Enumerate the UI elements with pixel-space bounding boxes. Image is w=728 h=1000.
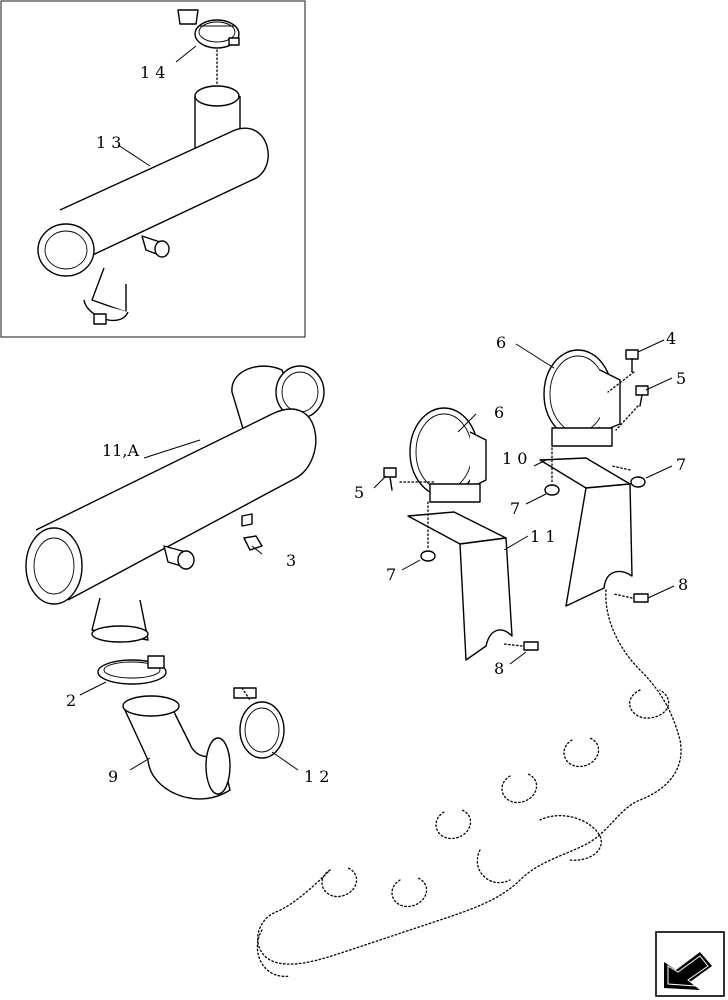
inset-muffler: [37, 85, 269, 325]
bracket-part-10: [539, 457, 633, 607]
muffler-11a: [25, 365, 325, 643]
callout-12: 1 2: [304, 767, 329, 786]
band-clamp-part-6-left: [409, 407, 487, 503]
callout-14: 1 4: [140, 63, 165, 82]
callout-6-right: 6: [496, 333, 506, 352]
next-page-arrow-icon[interactable]: [655, 931, 725, 997]
exhaust-manifold-reference: [256, 589, 682, 977]
callout-7-c: 7: [386, 565, 396, 584]
callout-8-right: 8: [678, 575, 688, 594]
rain-cap: [177, 9, 240, 49]
clamp-part-3: [243, 535, 263, 551]
callout-5-right: 5: [676, 369, 686, 388]
callout-13: 1 3: [96, 133, 121, 152]
bracket-part-11: [407, 511, 513, 661]
callout-3: 3: [286, 551, 296, 570]
callout-10: 1 0: [502, 449, 527, 468]
nut-part-7-b: [630, 476, 646, 488]
callout-9: 9: [108, 767, 118, 786]
callout-6-left: 6: [494, 403, 504, 422]
callout-11: 1 1: [530, 527, 555, 546]
clamp-part-2: [97, 655, 167, 685]
callout-5-left: 5: [354, 483, 364, 502]
inset-box: [0, 0, 306, 338]
bolt-part-5-left: [383, 467, 397, 491]
bolt-part-5-right: [635, 385, 649, 407]
bolt-part-8-left: [523, 641, 539, 651]
callout-2: 2: [66, 691, 76, 710]
callout-8-left: 8: [494, 659, 504, 678]
bolt-part-8-right: [633, 593, 649, 603]
band-clamp-part-6-right: [543, 349, 621, 447]
elbow-pipe-part-9: [122, 695, 231, 800]
nut-part-7-a: [544, 484, 560, 496]
nut-part-7-c: [420, 550, 436, 562]
callout-7-a: 7: [510, 499, 520, 518]
callout-7-b: 7: [676, 455, 686, 474]
bolt-part-4: [625, 349, 639, 373]
callout-11a: 11,A: [102, 441, 139, 460]
callout-4: 4: [666, 329, 676, 348]
clamp-part-12: [233, 687, 285, 759]
